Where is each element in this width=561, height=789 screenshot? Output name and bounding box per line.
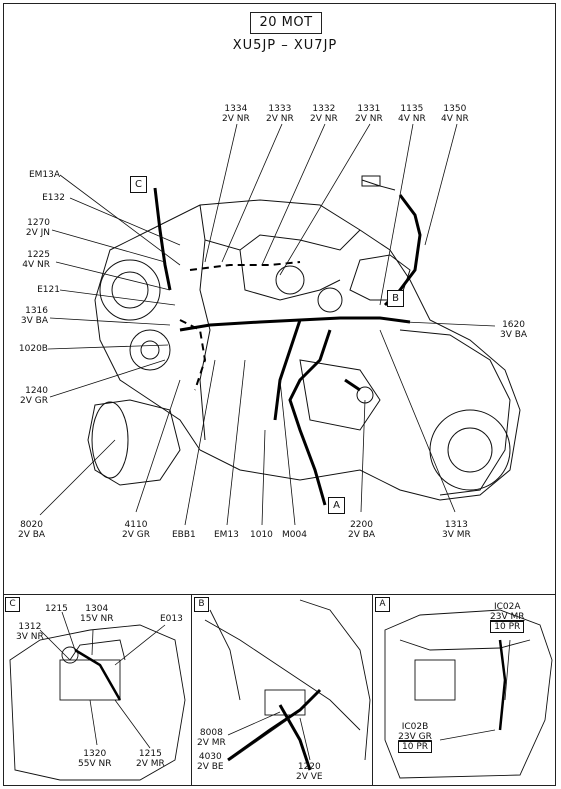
diagram-frame: [3, 3, 556, 786]
callout-c[interactable]: C: [130, 176, 147, 193]
label-ebb1: EBB1: [172, 530, 196, 540]
panel-b-detail: [204, 619, 361, 731]
starter-motor: [87, 399, 181, 486]
panel-a-engine-bay: [384, 609, 553, 779]
label-em13: EM13: [214, 530, 239, 540]
panel-b-tag: B: [194, 597, 209, 612]
panel-divider: [3, 594, 556, 595]
label-e121: E121: [37, 285, 60, 295]
panel-divider-cb: [191, 594, 192, 786]
panel-divider-ba: [372, 594, 373, 786]
label-1020b: 1020B: [18, 344, 48, 354]
panel-c-tag: C: [5, 597, 20, 612]
gearbox: [399, 329, 511, 496]
harness-main: [179, 316, 411, 332]
panel-c-e013: E013: [160, 614, 183, 624]
engine-block: [94, 199, 521, 501]
callout-b[interactable]: B: [387, 290, 404, 307]
panel-c-car-body: [9, 624, 186, 781]
label-m004: M004: [282, 530, 307, 540]
label-e132: E132: [42, 193, 65, 203]
label-1010: 1010: [250, 530, 273, 540]
harness-hidden: [189, 261, 301, 271]
header-subtitle: XU5JP – XU7JP: [232, 38, 338, 53]
label-em13a: EM13A: [28, 170, 60, 180]
header-box: 20 MOT: [250, 12, 322, 34]
callout-a[interactable]: A: [328, 497, 345, 514]
panel-a-tag: A: [375, 597, 390, 612]
panel-c-1215-top: 1215: [45, 604, 68, 614]
